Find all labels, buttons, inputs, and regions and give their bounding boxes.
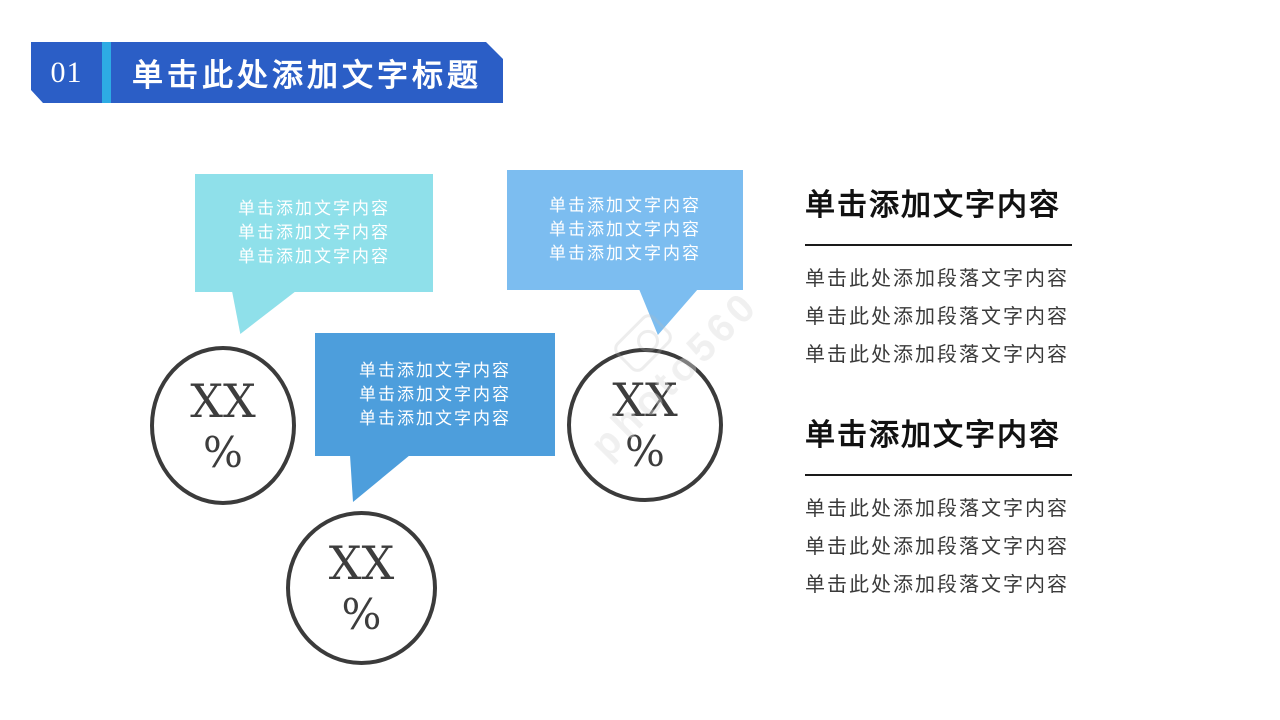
- stat-value: XX: [190, 373, 256, 428]
- speech-bubble-blue[interactable]: 单击添加文字内容 单击添加文字内容 单击添加文字内容: [315, 333, 555, 502]
- bubble-text-line: 单击添加文字内容: [238, 199, 390, 218]
- section-body: 单击此处添加段落文字内容 单击此处添加段落文字内容 单击此处添加段落文字内容: [805, 260, 1072, 374]
- section-heading: 单击添加文字内容: [805, 189, 1061, 222]
- text-section-top[interactable]: 单击添加文字内容 单击此处添加段落文字内容 单击此处添加段落文字内容 单击此处添…: [805, 189, 1072, 374]
- bubble-text-line: 单击添加文字内容: [549, 220, 701, 239]
- section-body: 单击此处添加段落文字内容 单击此处添加段落文字内容 单击此处添加段落文字内容: [805, 490, 1072, 604]
- speech-bubble-light-blue[interactable]: 单击添加文字内容 单击添加文字内容 单击添加文字内容: [507, 170, 743, 335]
- bubble-text-line: 单击添加文字内容: [238, 247, 390, 266]
- paragraph-line: 单击此处添加段落文字内容: [805, 344, 1069, 366]
- heading-underline: [805, 474, 1072, 476]
- speech-bubble-cyan[interactable]: 单击添加文字内容 单击添加文字内容 单击添加文字内容: [195, 174, 433, 334]
- bubble-text-line: 单击添加文字内容: [359, 360, 511, 380]
- bubble-tail: [232, 291, 296, 334]
- bubble-text-line: 单击添加文字内容: [359, 408, 511, 428]
- paragraph-line: 单击此处添加段落文字内容: [805, 574, 1069, 596]
- paragraph-line: 单击此处添加段落文字内容: [805, 306, 1069, 328]
- paragraph-line: 单击此处添加段落文字内容: [805, 268, 1069, 290]
- paragraph-line: 单击此处添加段落文字内容: [805, 536, 1069, 558]
- bubble-text-line: 单击添加文字内容: [549, 244, 701, 263]
- bubble-text-line: 单击添加文字内容: [359, 384, 511, 404]
- stat-circle-left[interactable]: XX %: [150, 346, 296, 505]
- stat-unit: %: [203, 427, 243, 477]
- slide-title: 单击此处添加文字标题: [132, 58, 482, 93]
- heading-underline: [805, 244, 1072, 246]
- stat-unit: %: [625, 427, 665, 476]
- section-number: 01: [50, 55, 83, 89]
- paragraph-line: 单击此处添加段落文字内容: [805, 498, 1069, 520]
- stat-value: XX: [328, 536, 395, 590]
- stat-unit: %: [341, 590, 382, 639]
- stat-circle-bottom[interactable]: XX %: [286, 511, 437, 665]
- banner-divider-stripe: [102, 42, 111, 103]
- text-section-bottom[interactable]: 单击添加文字内容 单击此处添加段落文字内容 单击此处添加段落文字内容 单击此处添…: [805, 419, 1072, 604]
- title-banner[interactable]: 01 单击此处添加文字标题: [31, 42, 503, 103]
- bubble-tail: [350, 455, 410, 502]
- bubble-tail: [639, 289, 698, 335]
- bubble-text-line: 单击添加文字内容: [238, 223, 390, 242]
- stat-circle-right[interactable]: XX %: [567, 348, 723, 502]
- bubble-text-line: 单击添加文字内容: [549, 196, 701, 215]
- stat-value: XX: [612, 373, 678, 427]
- section-heading: 单击添加文字内容: [805, 419, 1061, 452]
